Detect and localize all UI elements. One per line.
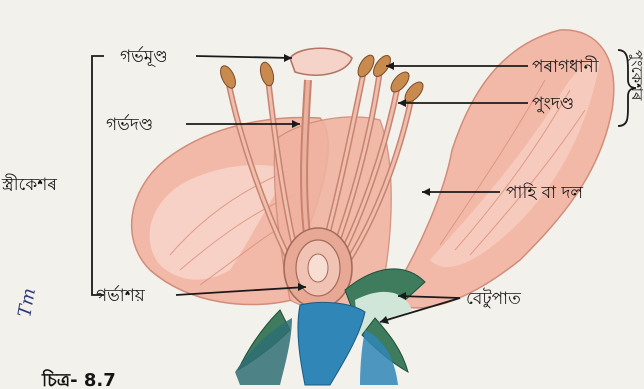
label-ovary: গৰ্ভাশয় xyxy=(96,285,146,306)
ovary xyxy=(284,228,352,308)
label-pistil: স্ত্ৰীকেশৰ xyxy=(1,174,57,195)
pistil-bracket xyxy=(92,56,104,295)
stigma-shape xyxy=(290,48,352,75)
label-stamen: পুংকেশৰ xyxy=(628,50,644,101)
label-stigma: গৰ্ভমূণ্ড xyxy=(120,46,168,67)
leader-stigma xyxy=(196,56,292,58)
label-petal: পাহি বা দল xyxy=(506,182,583,203)
label-style: গৰ্ভদণ্ড xyxy=(106,114,153,135)
label-sepal: বেটুপাত xyxy=(466,288,521,309)
handwritten-note: Tm xyxy=(14,287,40,319)
figure-caption: চিত্ৰ- 8.7 xyxy=(41,369,116,389)
label-anther: পৰাগধানী xyxy=(532,56,600,77)
label-filament: পুংদণ্ড xyxy=(532,94,574,114)
